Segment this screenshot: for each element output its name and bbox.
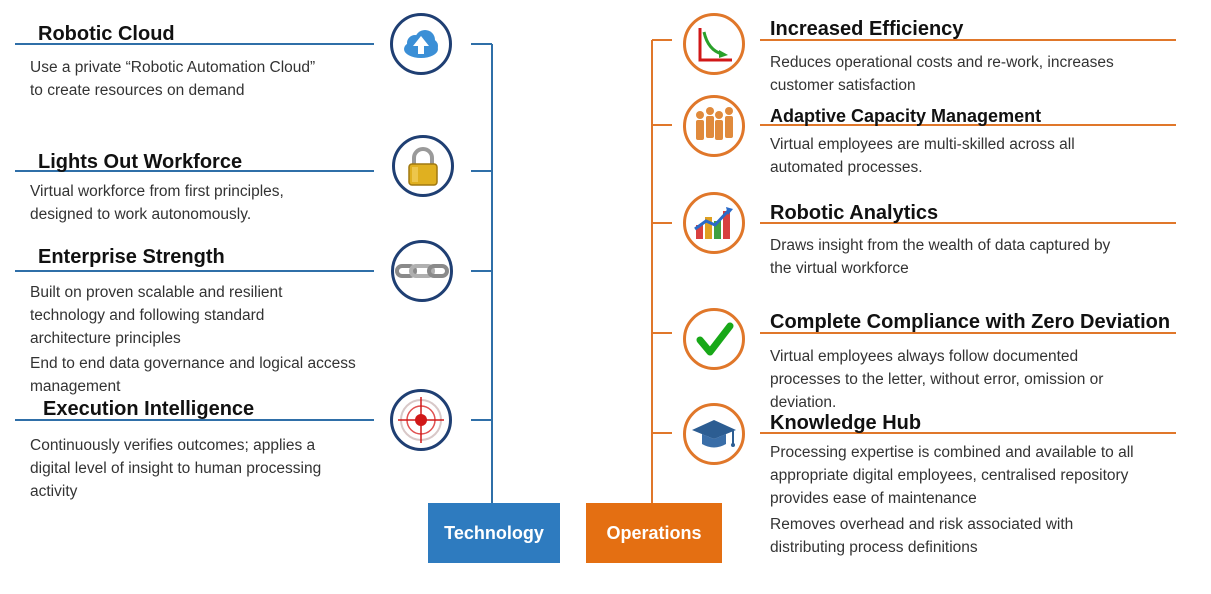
item-description: Virtual employees always follow document… [770,345,1103,414]
description-line: to create resources on demand [30,82,245,99]
description-line: the virtual workforce [770,260,909,277]
description-line: Use a private “Robotic Automation Cloud” [30,59,316,76]
description-line: activity [30,483,78,500]
bar-chart-icon [683,192,745,254]
item-description: Processing expertise is combined and ava… [770,441,1134,510]
item-title: Adaptive Capacity Management [770,106,1042,126]
description-line: Virtual employees are multi-skilled acro… [770,136,1075,153]
item-description: Virtual employees are multi-skilled acro… [770,133,1075,179]
description-line: Virtual workforce from first principles, [30,183,284,200]
description-line: Built on proven scalable and resilient [30,284,283,301]
checkmark-icon [683,308,745,370]
item-title: Increased Efficiency [770,18,964,40]
operations-label-box: Operations [586,503,722,563]
description-line: management [30,378,121,395]
item-description: Reduces operational costs and re-work, i… [770,51,1114,97]
item-title: Robotic Analytics [770,202,939,224]
description-line: digital level of insight to human proces… [30,460,322,477]
description-line: designed to work autonomously. [30,206,252,223]
item-description-extra: End to end data governance and logical a… [30,352,356,398]
description-line: distributing process definitions [770,539,978,556]
item-description: Use a private “Robotic Automation Cloud”… [30,56,315,102]
description-line: customer satisfaction [770,77,916,94]
description-line: Continuously verifies outcomes; applies … [30,437,316,454]
technology-label-box: Technology [428,503,560,563]
description-line: Draws insight from the wealth of data ca… [770,237,1111,254]
declining-chart-icon [683,13,745,75]
item-title: Enterprise Strength [38,246,225,268]
description-line: Virtual employees always follow document… [770,348,1079,365]
item-title: Execution Intelligence [43,398,255,420]
description-line: processes to the letter, without error, … [770,371,1104,388]
item-title: Lights Out Workforce [38,151,243,173]
cloud-upload-icon [390,13,452,75]
item-title: Complete Compliance with Zero Deviation [770,311,1171,333]
item-description: Built on proven scalable and resilient t… [30,281,282,350]
graduation-cap-icon [683,403,745,465]
item-title: Robotic Cloud [38,23,175,45]
description-line: architecture principles [30,330,181,347]
people-group-icon [683,95,745,157]
description-line: Removes overhead and risk associated wit… [770,516,1074,533]
description-line: technology and following standard [30,307,265,324]
description-line: Processing expertise is combined and ava… [770,444,1134,461]
chain-link-icon [391,240,453,302]
target-icon [390,389,452,451]
description-line: provides ease of maintenance [770,490,977,507]
item-description: Continuously verifies outcomes; applies … [30,434,321,503]
description-line: Reduces operational costs and re-work, i… [770,54,1114,71]
item-title: Knowledge Hub [770,412,922,434]
description-line: End to end data governance and logical a… [30,355,356,372]
description-line: automated processes. [770,159,923,176]
item-description-extra: Removes overhead and risk associated wit… [770,513,1073,559]
padlock-icon [392,135,454,197]
description-line: deviation. [770,394,837,411]
description-line: appropriate digital employees, centralis… [770,467,1129,484]
item-description: Draws insight from the wealth of data ca… [770,234,1110,280]
item-description: Virtual workforce from first principles,… [30,180,284,226]
